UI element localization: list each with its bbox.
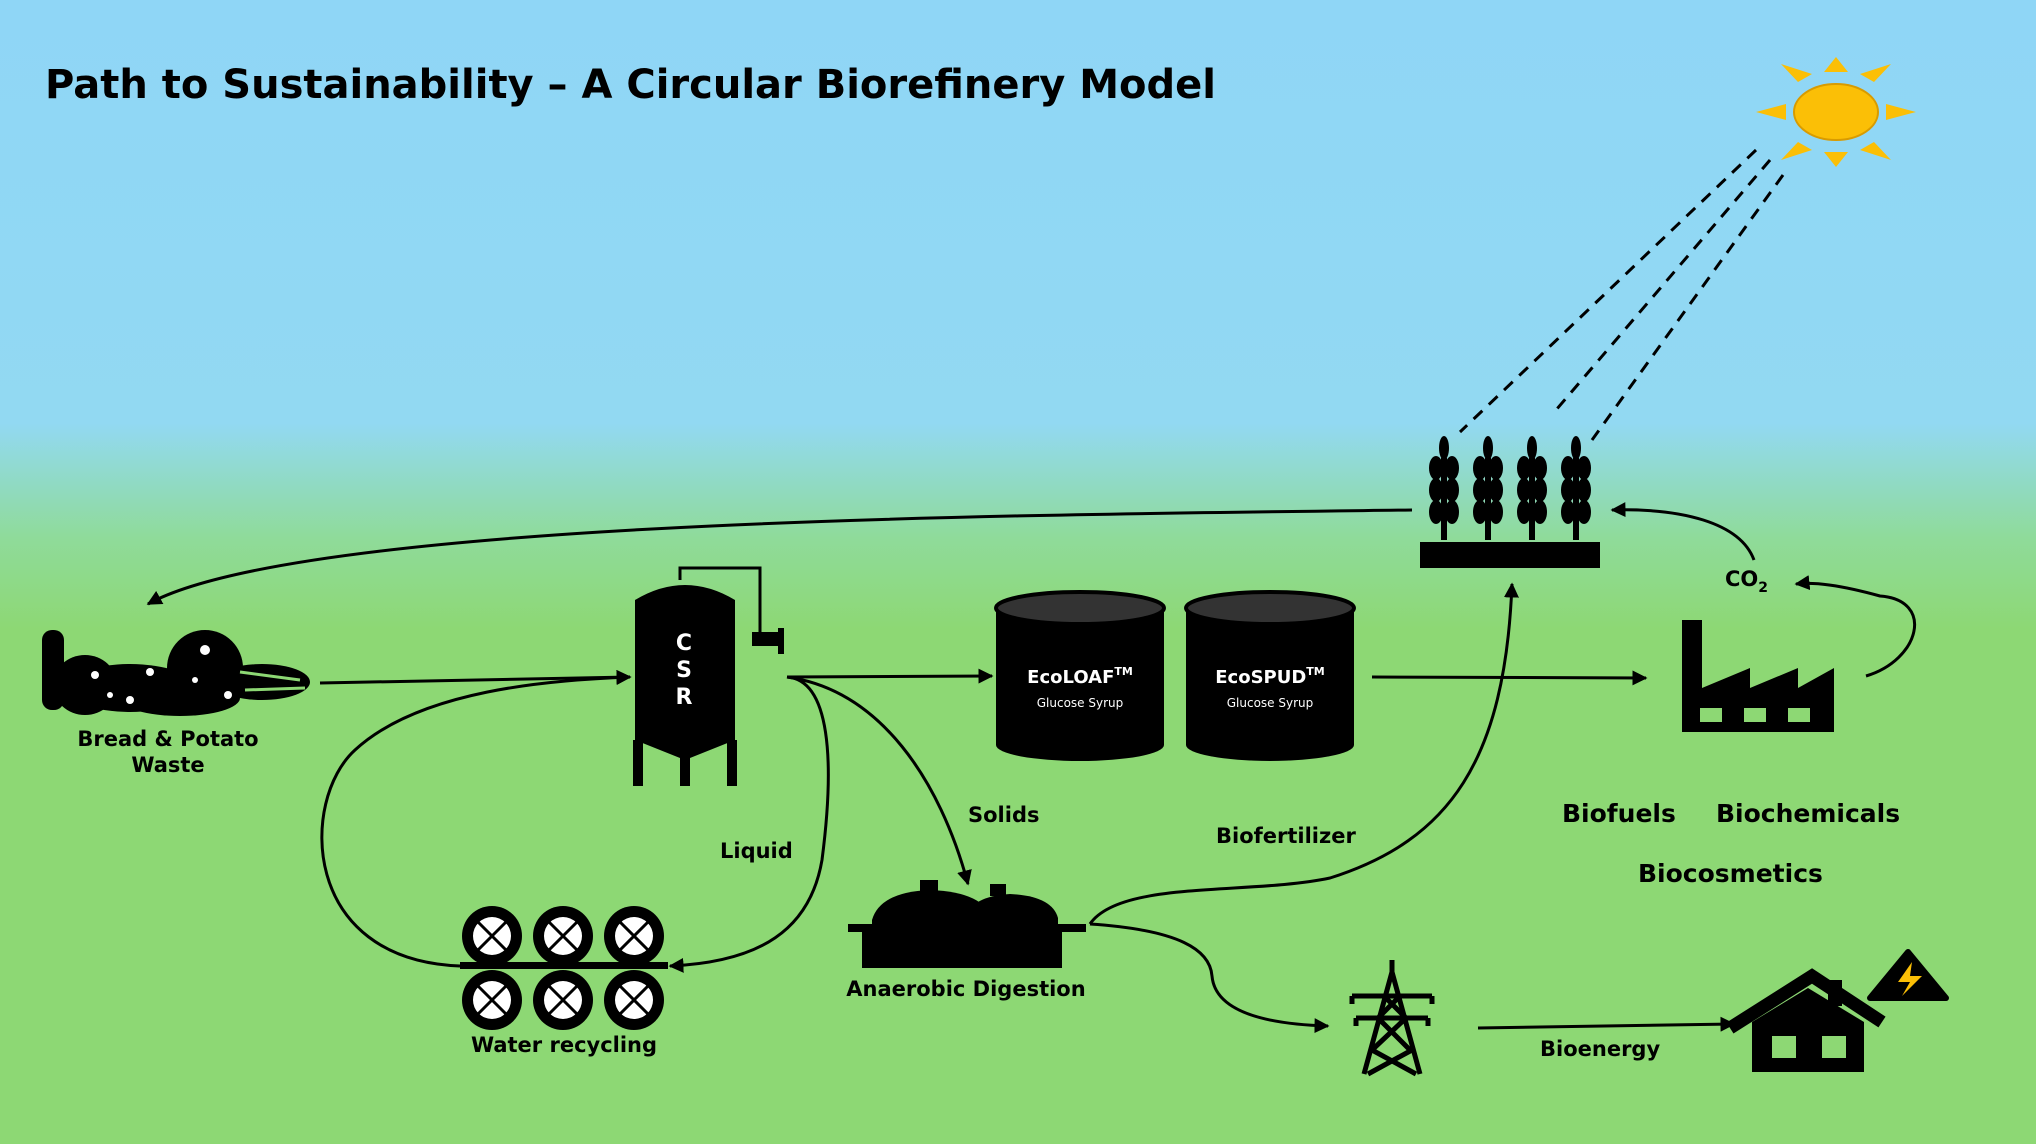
product-biofuels: Biofuels xyxy=(1562,799,1676,828)
ecospud-name: EcoSPUDTM xyxy=(1215,665,1325,688)
sun-icon xyxy=(1756,57,1916,167)
water-recycling-icon xyxy=(460,906,668,1030)
flow-digestion-biofertilizer xyxy=(1088,582,1519,925)
crops-icon xyxy=(1420,436,1600,568)
ecoloaf-tank-icon: EcoLOAFTM Glucose Syrup xyxy=(994,590,1166,761)
csr-letter-r: R xyxy=(676,685,693,710)
page-title: Path to Sustainability – A Circular Bior… xyxy=(45,62,1216,108)
flow-csr-liquid-to-water xyxy=(668,675,830,973)
water-recycling-label: Water recycling xyxy=(471,1033,657,1057)
sun-ray-2 xyxy=(1554,159,1772,411)
flow-pylon-to-house xyxy=(1477,1016,1736,1032)
flow-crops-to-waste xyxy=(146,508,1413,606)
ecoloaf-sub: Glucose Syrup xyxy=(1037,696,1124,710)
liquid-label: Liquid xyxy=(720,839,793,863)
flow-co2-to-crops xyxy=(1610,502,1756,561)
flow-water-to-csr xyxy=(320,670,632,968)
ecospud-tank-icon: EcoSPUDTM Glucose Syrup xyxy=(1184,590,1356,761)
anaerobic-digester-icon xyxy=(848,880,1086,968)
co2-label: CO2 xyxy=(1725,567,1768,596)
factory-icon xyxy=(1682,620,1834,732)
product-biocosmetics: Biocosmetics xyxy=(1638,859,1823,888)
waste-label-line1: Bread & Potato xyxy=(77,727,258,751)
sun-ray-1 xyxy=(1458,148,1758,434)
biofertilizer-label: Biofertilizer xyxy=(1216,824,1356,848)
power-pylon-icon xyxy=(1349,960,1435,1077)
anaerobic-digestion-label: Anaerobic Digestion xyxy=(846,977,1085,1001)
csr-letter-c: C xyxy=(676,631,692,656)
flow-csr-solids-to-digestion xyxy=(786,675,972,886)
electricity-warning-icon xyxy=(1867,949,1949,1001)
csr-vessel-icon: C S R xyxy=(633,566,784,786)
waste-label-line2: Waste xyxy=(131,753,204,777)
bioenergy-label: Bioenergy xyxy=(1540,1037,1660,1061)
flow-waste-to-csr xyxy=(319,669,632,685)
product-biochemicals: Biochemicals xyxy=(1716,799,1900,828)
solids-label: Solids xyxy=(968,803,1039,827)
ecospud-sub: Glucose Syrup xyxy=(1227,696,1314,710)
flow-tanks-to-factory xyxy=(1371,670,1648,686)
flow-digestion-to-pylon xyxy=(1089,922,1330,1034)
flow-factory-to-co2 xyxy=(1794,575,1917,678)
ecoloaf-name: EcoLOAFTM xyxy=(1027,665,1133,688)
bread-potato-waste-icon xyxy=(42,630,310,716)
flow-csr-to-tanks xyxy=(786,668,994,684)
csr-letter-s: S xyxy=(676,658,692,683)
house-icon xyxy=(1726,968,1886,1072)
